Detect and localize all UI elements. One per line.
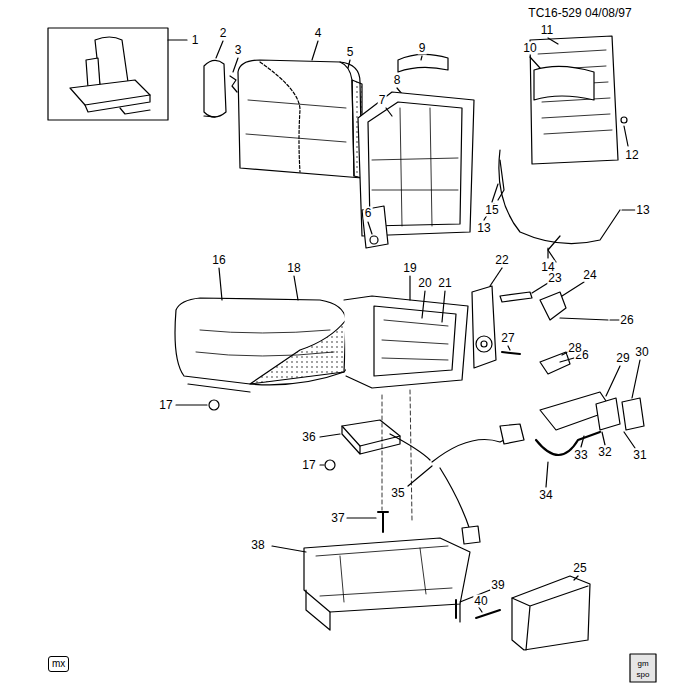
- callout-number: 27: [500, 332, 515, 345]
- callout-number: 40: [473, 595, 488, 608]
- callout-number: 12: [624, 149, 639, 162]
- callout-number: 22: [494, 254, 509, 267]
- callout-number: 36: [301, 431, 316, 444]
- callout-number: 16: [211, 254, 226, 267]
- code-text: mx: [52, 658, 65, 669]
- callout-number: 30: [634, 346, 649, 359]
- callout-number: 32: [597, 446, 612, 459]
- code-box: mx: [48, 656, 69, 672]
- logo-text: spo: [636, 670, 651, 679]
- callout-number: 17: [301, 459, 316, 472]
- callout-number: 10: [522, 42, 537, 55]
- callout-number: 23: [547, 272, 562, 285]
- callout-number: 29: [615, 352, 630, 365]
- callout-number: 2: [219, 27, 228, 40]
- callout-number: 39: [490, 579, 505, 592]
- callout-number: 11: [540, 24, 554, 37]
- callout-number: 4: [314, 27, 323, 40]
- callout-number: 6: [364, 207, 373, 220]
- logo-text: gm: [636, 659, 649, 668]
- callout-number: 15: [484, 204, 499, 217]
- callout-number: 31: [632, 449, 647, 462]
- callout-number: 13: [635, 204, 650, 217]
- callout-number: 13: [476, 222, 491, 235]
- callout-number: 1: [191, 34, 200, 47]
- callout-number: 38: [250, 539, 265, 552]
- callout-number: 25: [572, 562, 587, 575]
- callout-number: 35: [390, 487, 405, 500]
- callout-number: 37: [330, 512, 345, 525]
- callout-number: 8: [393, 74, 402, 87]
- callout-number: 26: [619, 314, 634, 327]
- callout-number: 3: [234, 44, 243, 57]
- callout-number: 20: [417, 277, 432, 290]
- callout-number: 33: [573, 449, 588, 462]
- callout-number: 28: [567, 342, 582, 355]
- callout-number: 19: [402, 262, 417, 275]
- drawing-id: TC16-529 04/08/97: [527, 7, 632, 20]
- callout-number: 5: [346, 46, 355, 59]
- callout-number: 9: [418, 42, 427, 55]
- callout-number: 7: [378, 94, 387, 107]
- callout-number: 34: [538, 489, 553, 502]
- callout-number: 18: [286, 262, 301, 275]
- callout-number: 21: [437, 277, 452, 290]
- callout-number: 24: [582, 269, 597, 282]
- callout-number: 17: [158, 399, 173, 412]
